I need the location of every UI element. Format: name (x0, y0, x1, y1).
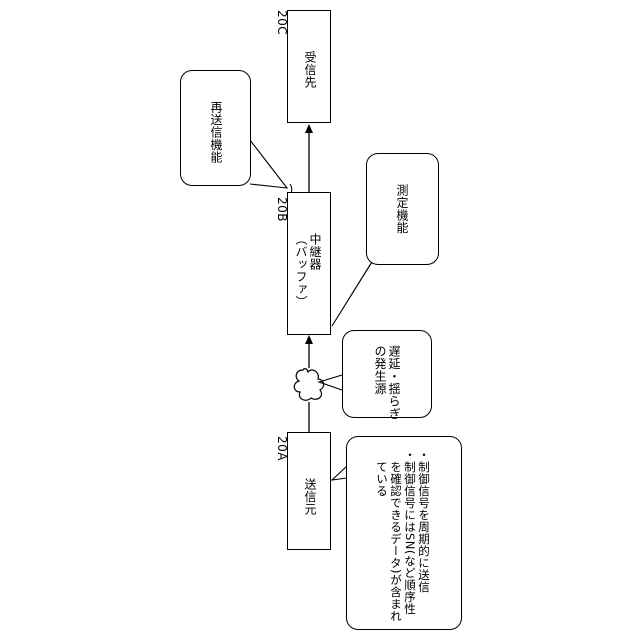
sender-ref: 20A (276, 436, 288, 461)
relay-ref: 20B (276, 197, 288, 222)
receiver-label: 受信先 (303, 51, 317, 89)
retransmit-label: 再送信機能 (209, 101, 223, 164)
pointer-retransmit (250, 140, 287, 188)
arrowhead-relay (305, 335, 313, 344)
measure-callout: 測定機能 (366, 153, 439, 265)
sender-note-callout: ・制御信号を周期的に送信 ・制御信号にはSN(など順序性 を確認できるデータ)が… (346, 436, 462, 630)
receiver-ref: 20C (276, 10, 288, 35)
relay-label: 中継器 （バッファ） (294, 233, 322, 308)
sender-box: 送信元 (287, 432, 331, 550)
delay-label: 遅延・揺らぎ の発生源 (373, 345, 401, 420)
cloud-icon (294, 369, 323, 401)
measure-label: 測定機能 (395, 184, 409, 234)
relay-box: 中継器 （バッファ） (287, 192, 331, 335)
pointer-sender-note (332, 466, 347, 480)
sender-note-text: ・制御信号を周期的に送信 ・制御信号にはSN(など順序性 を確認できるデータ)が… (375, 449, 431, 622)
sender-label: 送信元 (303, 478, 317, 516)
delay-callout: 遅延・揺らぎ の発生源 (342, 330, 432, 418)
retransmit-callout: 再送信機能 (180, 70, 251, 186)
receiver-box: 受信先 (287, 10, 331, 123)
arrowhead-receiver (305, 124, 313, 133)
